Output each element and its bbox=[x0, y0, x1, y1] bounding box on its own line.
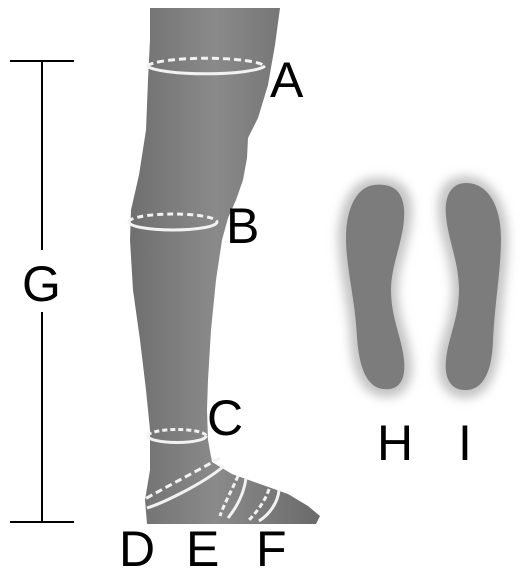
left-foot-sole bbox=[338, 178, 412, 398]
label-h: H bbox=[377, 418, 413, 468]
label-d: D bbox=[119, 524, 155, 574]
label-a: A bbox=[270, 55, 303, 105]
label-b: B bbox=[226, 201, 259, 251]
right-foot-sole bbox=[438, 176, 508, 398]
label-g: G bbox=[22, 259, 61, 309]
label-c: C bbox=[207, 393, 243, 443]
label-i: I bbox=[458, 418, 472, 468]
label-f: F bbox=[256, 524, 287, 574]
label-e: E bbox=[186, 524, 219, 574]
